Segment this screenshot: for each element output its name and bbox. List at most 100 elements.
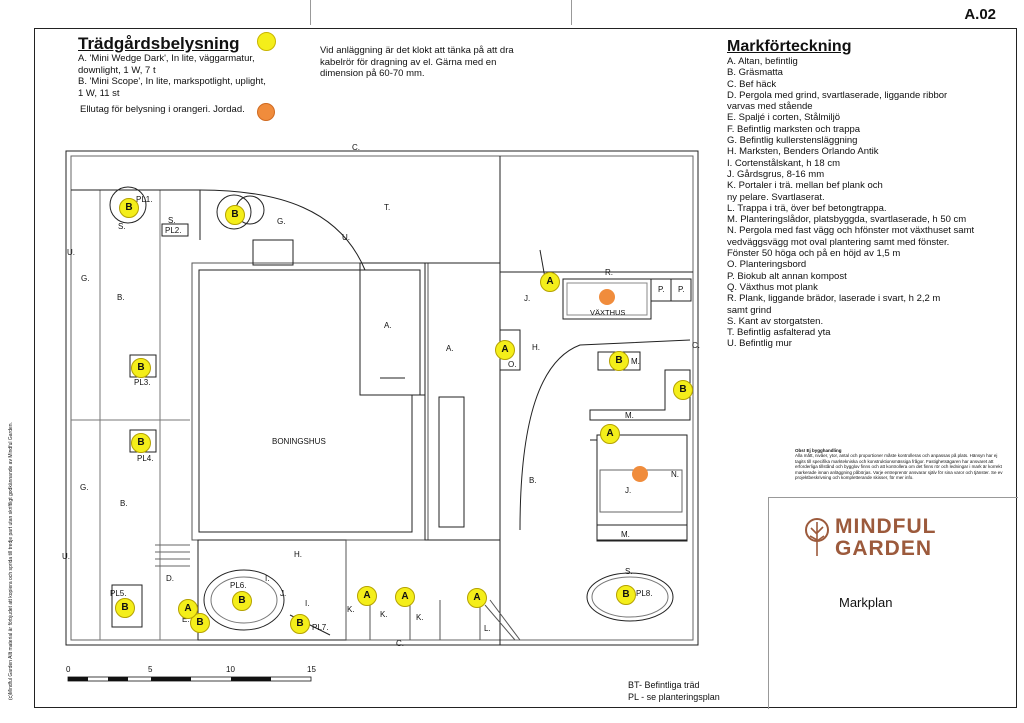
steps-d [155,544,190,567]
lighting-title: Trädgårdsbelysning [78,34,240,53]
area-p: P. [658,285,665,294]
area-h2: H. [532,343,540,352]
legend-title: Markförteckning [727,38,852,55]
legend-item: ny pelare. Svartlaserat. [727,191,825,203]
legend-item: samt grind [727,304,772,316]
compost-p2 [670,278,692,302]
outlet-marker [599,289,615,305]
lighting-item-a: A. 'Mini Wedge Dark', In lite, väggarmat… [78,53,255,76]
legend-item: K. Portaler i trä. mellan bef plank och [727,180,883,192]
legend-item: A. Altan, befintlig [727,56,798,67]
pergola-area [596,434,688,541]
area-t: T. [384,203,390,212]
bottom-notes: BT- Befintliga träd PL - se planteringsp… [628,679,720,703]
legend-item: H. Marksten, Benders Orlando Antik [727,146,879,158]
disclaimer: Obs! Ej bygghandling Alla mått, nivåer, … [795,448,1005,480]
area-p2: P. [678,285,685,294]
pl5-label: PL5. [110,589,126,598]
legend-item: B. Gräsmatta [727,67,783,79]
fixture-b-marker: B [673,380,693,400]
pl2-label: PL2. [165,226,181,235]
sheet-number: A.02 [964,6,996,23]
area-d: D. [166,574,174,583]
fixture-b-marker: B [131,433,151,453]
scale-tick-15: 15 [307,665,316,674]
area-k3: K. [416,613,424,622]
patio-upper [359,262,426,396]
area-u3: U. [62,552,70,561]
pl3-label: PL3. [134,378,150,387]
legend-item: I. Cortenstålskant, h 18 cm [727,157,840,169]
area-s2: S. [118,222,126,231]
area-a2: A. [446,344,454,353]
logo-wordmark: MINDFUL GARDEN [835,516,936,560]
fixture-b-marker: B [115,598,135,618]
pergola-n-wall [590,439,598,470]
pl8-label: PL8. [636,589,652,598]
area-j2: J. [625,486,631,495]
lighting-item-b: B. 'Mini Scope', In lite, markspotlight,… [78,76,266,99]
area-l: L. [484,624,491,633]
planter-pl5 [111,584,143,628]
legend-item: M. Planteringslådor, platsbyggda, svartl… [727,214,967,226]
area-s: S. [168,216,176,225]
wall-boundary [70,155,694,641]
fixture-b-marker: B [225,205,245,225]
legend-item: O. Planteringsbord [727,259,807,271]
cable-note: Vid anläggning är det klokt att tänka på… [320,45,514,79]
stair-l [484,599,521,641]
oval-pl8-inner [591,576,669,618]
area-j3: J. [280,589,286,598]
planter-m-mid [589,369,691,421]
area-o: O. [508,360,516,369]
legend-item: Fönster 50 höga och på en höjd av 1,5 m [727,248,901,260]
area-m3: M. [621,530,630,539]
fixture-a-marker: A [540,272,560,292]
fixture-b-marker: B [119,198,139,218]
area-u: U. [67,248,75,257]
fixture-b-marker: B [609,351,629,371]
disclaimer-title: Obs! Ej bygghandling [795,448,842,453]
area-b: B. [117,293,125,302]
legend-item: N. Pergola med fast vägg och hfönster mo… [727,225,975,237]
fixture-a-marker: A [600,424,620,444]
pl6-label: PL6. [230,581,246,590]
area-g: G. [277,217,285,226]
area-e: E. [182,615,190,624]
lawn-curve [519,339,691,531]
title-block-header [310,0,572,25]
greenhouse-inner [566,282,648,316]
area-b3: B. [529,476,537,485]
outlet-note: Ellutag för belysning i orangeri. Jordad… [80,104,245,115]
area-b2: B. [120,499,128,508]
area-m: M. [631,357,640,366]
area-c: C. [352,143,360,152]
area-g3: G. [80,483,88,492]
area-k: K. [347,605,355,614]
legend-item: U. Befintlig mur [727,338,792,350]
legend-item: R. Plank, liggande brädor, laserade i sv… [727,293,941,305]
oval-pl6 [203,569,285,631]
hedge-boundary [65,150,699,646]
tree-b1 [216,194,252,230]
area-m2: M. [625,411,634,420]
patio-right [424,262,501,541]
area-k2: K. [380,610,388,619]
fixture-a-marker: A [467,588,487,608]
fixture-a-marker: A [178,599,198,619]
house-outer-line [191,262,429,541]
area-c2: C. [692,341,700,350]
area-h: H. [294,550,302,559]
scale-tick-10: 10 [226,665,235,674]
fixture-b-marker: B [131,358,151,378]
legend-item: P. Biokub alt annan kompost [727,270,847,282]
brain-tree-icon [805,518,829,556]
patio-bench [438,396,465,528]
pl1-label: PL1. [136,195,152,204]
legend-item: vedväggsvägg mot oval plantering samt me… [727,236,950,248]
area-a: A. [384,321,392,330]
fixture-b-marker: B [190,613,210,633]
lighting-title-fixture-icon [257,32,276,51]
fixture-b-marker: B [232,591,252,611]
